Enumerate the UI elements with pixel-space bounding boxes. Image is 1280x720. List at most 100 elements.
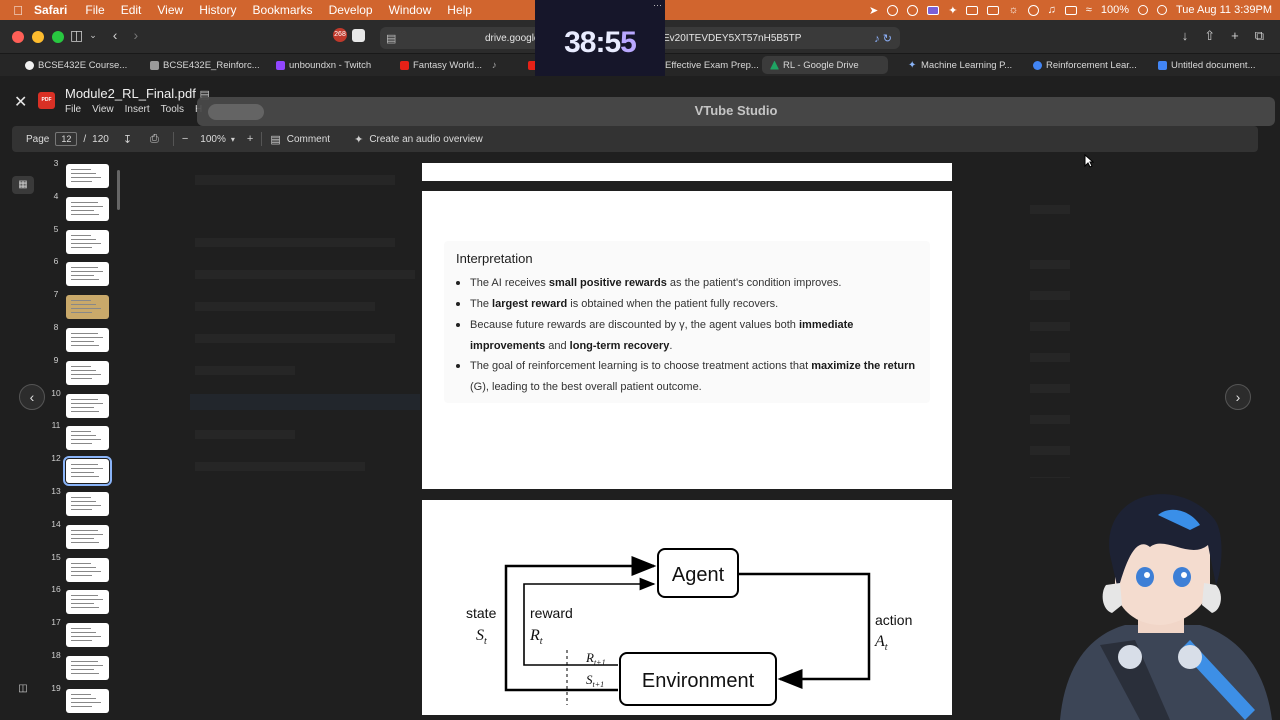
thumbnail-page-17[interactable]: 17 [45,617,120,656]
audio-overview-button[interactable]: Create an audio overview [369,133,483,145]
menu-edit[interactable]: Edit [120,3,142,17]
tab-bcse432e-reinforcement[interactable]: BCSE432E_Reinforc... [150,56,260,74]
rocket-icon[interactable]: ➤ [869,4,879,17]
menu-file[interactable]: File [85,3,105,17]
thumbnail-image[interactable] [66,328,109,352]
menubar-clock[interactable]: Tue Aug 11 3:39PM [1175,4,1272,16]
doc-menu-tools[interactable]: Tools [160,104,184,115]
comment-icon[interactable]: ▤ [270,133,281,146]
status-dot-icon[interactable] [887,4,899,16]
tab-overview-icon[interactable]: ⧉ [1254,28,1264,43]
battery-percent[interactable]: 100% [1100,4,1129,16]
comment-button[interactable]: Comment [286,133,331,145]
doc-menu-file[interactable]: File [65,104,82,115]
tab-bcse432e-course[interactable]: BCSE432E Course... [25,56,135,74]
print-icon[interactable]: ⎙ [150,132,159,145]
new-tab-icon[interactable]: + [1231,28,1239,43]
sidebar-toggle-icon[interactable]: ◫ [70,27,84,43]
tab-effective-exam-prep[interactable]: Effective Exam Prep... [665,56,760,74]
thumbnail-page-13[interactable]: 13 [45,486,120,525]
thumbnail-page-16[interactable]: 16 [45,584,120,623]
tab-youtube-hidden[interactable] [528,56,536,74]
menu-develop[interactable]: Develop [328,3,373,17]
download-icon[interactable]: ↓ [1181,28,1189,43]
menu-window[interactable]: Window [388,3,432,17]
zoom-window-button[interactable] [52,31,64,43]
menu-bookmarks[interactable]: Bookmarks [252,3,313,17]
tab-fantasy-world[interactable]: Fantasy World... ♪ [400,56,510,74]
zoom-out-icon[interactable]: − [181,133,189,145]
thumbnail-page-9[interactable]: 9 [45,355,120,394]
game-icon[interactable] [966,5,979,15]
play-icon[interactable] [1027,4,1039,16]
siri-icon[interactable] [1156,5,1167,15]
extension-icon[interactable] [352,29,365,42]
thumbnail-page-11[interactable]: 11 [45,420,120,459]
notification-badge[interactable]: 268 [333,28,347,42]
menu-view[interactable]: View [157,3,184,17]
thumbnail-image[interactable] [66,524,109,549]
thumbnail-page-7[interactable]: 7 [45,289,120,328]
thumbnail-image[interactable] [66,393,109,418]
chevron-down-icon[interactable]: ▾ [230,134,235,144]
control-center-icon[interactable] [1064,5,1077,15]
tab-twitch[interactable]: unboundxn - Twitch [276,56,386,74]
page-number-input[interactable]: 12 [55,132,78,146]
thumbnail-page-4[interactable]: 4 [45,191,120,230]
chevron-down-icon[interactable]: ⌄ [89,30,97,40]
screen-share-icon[interactable] [927,5,940,15]
thumbnail-page-15[interactable]: 15 [45,552,120,591]
audio-reload-icon[interactable]: ♪ ↻ [874,32,892,45]
thumbnail-page-6[interactable]: 6 [45,256,120,295]
thumbnail-image[interactable] [66,360,109,385]
sync-icon[interactable] [907,4,919,16]
brightness-icon[interactable]: ☼ [1008,4,1019,16]
thumbnail-page-19[interactable]: 19 [45,683,120,720]
wifi-icon[interactable]: ≈ [1085,4,1092,16]
folder-icon[interactable]: ▤ [199,89,210,101]
menu-history[interactable]: History [199,3,237,17]
sparkle-icon[interactable]: ✦ [354,133,364,146]
previous-file-button[interactable]: ‹ [19,384,45,410]
sidebar-toggle-icon[interactable]: ◫ [18,683,28,694]
thumbnail-image[interactable] [66,295,109,320]
doc-menu-view[interactable]: View [92,104,114,115]
page-settings-icon[interactable]: ▤ [386,32,397,45]
doc-menu-insert[interactable]: Insert [124,104,150,115]
tab-rl-google-drive[interactable]: RL - Google Drive [762,56,888,74]
thumbnail-page-5[interactable]: 5 [45,224,120,263]
thumbnail-image[interactable] [66,557,109,582]
back-icon[interactable]: ‹ [112,27,118,43]
tab-untitled-document[interactable]: Untitled document... [1158,56,1268,74]
thumbnail-image[interactable] [66,688,109,713]
thumbnail-image[interactable] [66,492,109,516]
sparkle-icon[interactable]: ✦ [948,4,958,17]
thumbnail-image[interactable] [66,590,109,615]
search-icon[interactable] [1137,5,1148,15]
apple-menu-icon[interactable]:  [6,3,30,18]
menu-help[interactable]: Help [447,3,472,17]
next-file-button[interactable]: › [1225,384,1251,410]
thumbnail-image[interactable] [66,164,109,188]
menu-app-safari[interactable]: Safari [34,3,68,17]
thumbnail-page-3[interactable]: 3 [45,158,120,197]
tab-machine-learning[interactable]: ✦ Machine Learning P... [908,56,1018,74]
thumbnail-image[interactable] [66,426,109,451]
thumbnail-page-12[interactable]: 12 [45,453,120,492]
thumbnails-icon[interactable]: ▦ [12,176,34,194]
thumbnail-page-14[interactable]: 14 [45,519,120,558]
thumbnail-page-18[interactable]: 18 [45,650,120,689]
tab-reinforcement-learning[interactable]: Reinforcement Lear... [1033,56,1143,74]
speaker-icon[interactable]: ♪ [492,59,497,71]
vtube-studio-window-bar[interactable]: VTube Studio [197,97,1275,126]
thumbnail-image[interactable] [66,196,109,221]
download-icon[interactable]: ↧ [122,133,133,146]
share-icon[interactable]: ⇧ [1204,28,1216,43]
thumbnail-page-8[interactable]: 8 [45,322,120,361]
thumbnail-image[interactable] [66,656,109,680]
forward-icon[interactable]: › [133,27,139,43]
more-icon[interactable]: ··· [653,0,662,10]
zoom-level[interactable]: 100% [200,133,226,145]
headphones-icon[interactable]: ♫ [1047,4,1056,16]
thumbnail-image[interactable] [66,229,109,254]
